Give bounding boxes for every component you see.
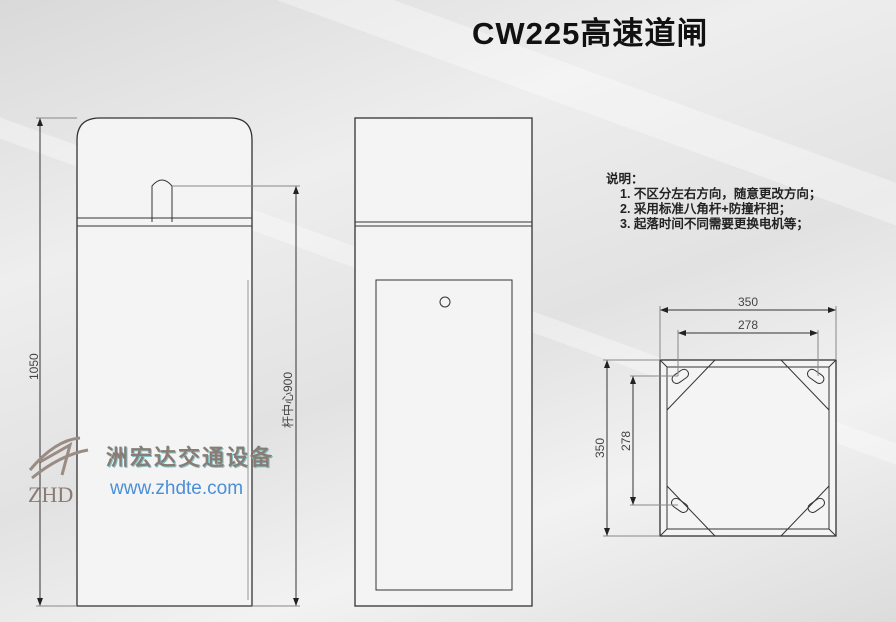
notes-heading: 说明： — [606, 172, 644, 186]
outer-width-label: 350 — [738, 295, 758, 309]
note-item: 1. 不区分左右方向，随意更改方向； — [620, 187, 822, 201]
note-item: 3. 起落时间不同需要更换电机等； — [620, 217, 809, 231]
logo-icon — [28, 436, 89, 480]
front-view: 1050 杆中心900 — [27, 117, 300, 607]
height-dimension-label: 1050 — [27, 353, 41, 380]
note-item: 2. 采用标准八角杆+防撞杆把； — [620, 202, 792, 216]
notes: 说明： 1. 不区分左右方向，随意更改方向； 2. 采用标准八角杆+防撞杆把； … — [606, 172, 821, 232]
plan-view: 350 278 350 278 — [593, 295, 837, 537]
page-title: CW225高速道闸 — [472, 16, 709, 51]
watermark-mark: ZHD — [28, 482, 74, 507]
lock-hole — [439, 296, 451, 308]
outer-depth-label: 350 — [593, 438, 607, 458]
hole-depth-label: 278 — [619, 431, 633, 451]
watermark-url: www.zhdte.com — [110, 478, 244, 499]
boom-center-dimension-label: 杆中心900 — [280, 372, 295, 428]
side-view — [354, 117, 533, 607]
watermark-brand: 洲宏达交通设备 — [106, 445, 275, 471]
hole-width-label: 278 — [738, 318, 758, 332]
